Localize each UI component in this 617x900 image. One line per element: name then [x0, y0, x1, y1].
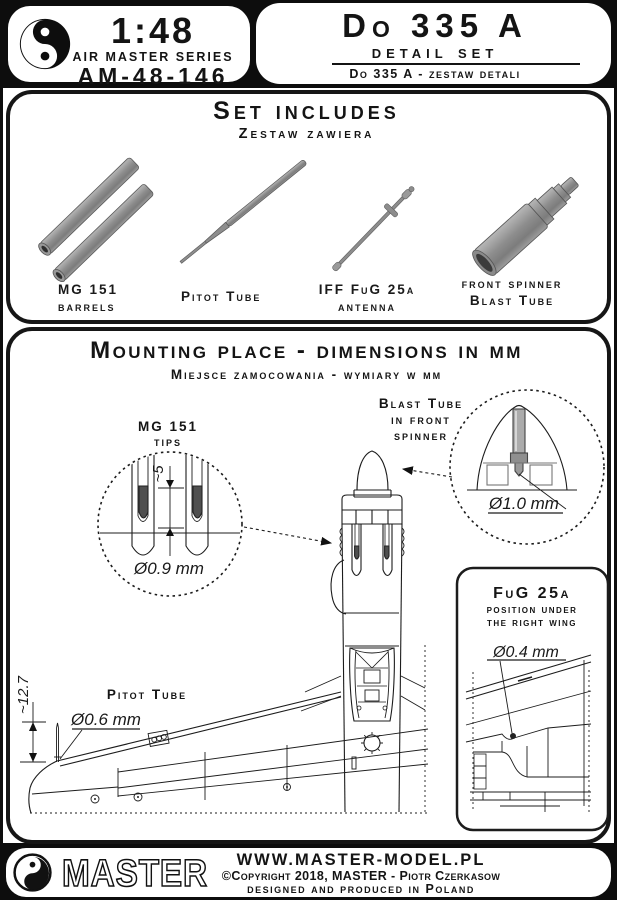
set-includes-title: Set includes [213, 97, 400, 125]
part-label-line: antenna [338, 298, 396, 314]
title-divider [332, 63, 580, 65]
page-title: Do 335 A [342, 7, 528, 44]
page-subtitle-pl: Do 335 A - zestaw detali [349, 67, 521, 81]
label-iff-antenna: IFF FuG 25a antenna [313, 282, 421, 315]
label-blast-tube: front spinner Blast Tube [453, 276, 571, 309]
master-logo-icon [19, 18, 71, 70]
label-mg151-barrels: MG 151 barrels [58, 282, 118, 315]
header-logo-box: 1:48 AIR MASTER SERIES AM-48-146 [8, 6, 250, 89]
set-includes-title-pl: Zestaw zawiera [238, 126, 375, 142]
label-pitot-tube: Pitot Tube [181, 289, 261, 306]
page-subtitle: detail set [371, 42, 499, 63]
left-edge [0, 0, 3, 900]
master-wordmark: MASTER [61, 852, 208, 894]
website-text: WWW.MASTER-MODEL.PL [236, 851, 486, 869]
part-label-line: Pitot Tube [181, 289, 262, 304]
origin-text: designed and produced in Poland [247, 882, 475, 896]
section-mounting-place [6, 327, 611, 844]
mounting-title: Mounting place - dimensions in mm [90, 337, 523, 364]
part-label-line: Blast Tube [469, 292, 555, 308]
part-label-line: barrels [58, 298, 116, 314]
product-code: AM-48-146 [77, 63, 229, 89]
header-title-box: Do 335 A detail set Do 335 A - zestaw de… [256, 3, 611, 84]
mounting-title-pl: Miejsce zamocowania - wymiary w mm [170, 367, 443, 382]
series-text: AIR MASTER SERIES [72, 50, 234, 64]
part-label-line: front spinner [461, 276, 563, 291]
master-footer-logo-icon [13, 853, 52, 892]
part-label-line: IFF FuG 25a [318, 282, 416, 297]
right-edge [614, 0, 617, 900]
part-label-line: MG 151 [58, 282, 119, 297]
footer-box: MASTER WWW.MASTER-MODEL.PL ©Copyright 20… [6, 848, 611, 897]
brand-text: MASTER [62, 853, 208, 894]
copyright-text: ©Copyright 2018, MASTER - Piotr Czerkaso… [221, 869, 501, 883]
scale-text: 1:48 [110, 10, 196, 51]
